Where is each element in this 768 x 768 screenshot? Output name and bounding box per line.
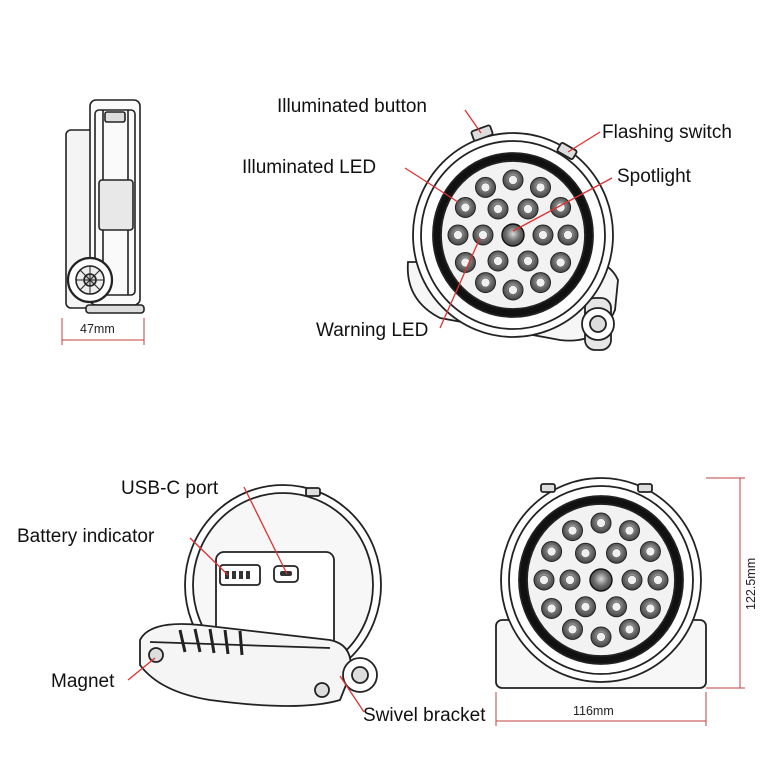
dimension-height: 122.5mm [744,557,758,610]
led-lens [460,202,471,213]
led-lens [538,230,548,240]
callout-warning-led: Warning LED [316,320,429,341]
callout-magnet: Magnet [51,671,115,692]
led-lens [535,182,546,193]
spotlight-led [589,568,613,592]
led-lens [645,603,656,614]
callout-flashing-switch: Flashing switch [602,122,732,143]
dimension-depth: 47mm [80,322,115,336]
led-lens [611,601,622,612]
callout-swivel-bracket: Swivel bracket [363,705,486,726]
led-lens [580,601,591,612]
led-lens [493,204,503,214]
led-lens [539,575,549,585]
led-lens [596,518,606,528]
depth-dimension [61,318,145,345]
width-dimension [495,692,707,726]
led-lens [653,575,663,585]
led-lens [535,277,546,288]
led-lens [478,230,488,240]
led-lens [624,525,635,536]
back-leaders [127,486,365,713]
side-view [65,99,145,314]
callout-usb-c-port: USB-C port [121,478,219,499]
spotlight-led [501,223,525,247]
callout-illuminated-button: Illuminated button [277,96,427,117]
back-view [139,484,382,707]
led-lens [567,624,578,635]
led-lens [480,277,491,288]
led-lens [596,632,606,642]
led-lens [546,603,557,614]
led-lens [624,624,635,635]
led-lens [645,546,656,557]
height-dimension [706,477,745,689]
callout-illuminated-led: Illuminated LED [242,157,377,178]
led-lens [567,525,578,536]
led-lens [523,256,533,266]
front-led-array [447,169,579,301]
callout-spotlight: Spotlight [617,166,691,187]
led-lens [493,256,503,266]
dimension-width: 116mm [573,704,614,718]
led-lens [627,575,637,585]
front-leaders [404,109,613,329]
led-lens [480,182,491,193]
led-lens [453,230,463,240]
callout-battery-indicator: Battery indicator [17,526,155,547]
led-lens [565,575,575,585]
led-lens [555,257,566,268]
led-lens [508,175,518,185]
led-lens [563,230,573,240]
led-lens [523,204,533,214]
flat-led-array [533,512,669,648]
led-lens [508,285,518,295]
led-lens [546,546,557,557]
led-lens [580,548,591,559]
led-lens [611,548,622,559]
